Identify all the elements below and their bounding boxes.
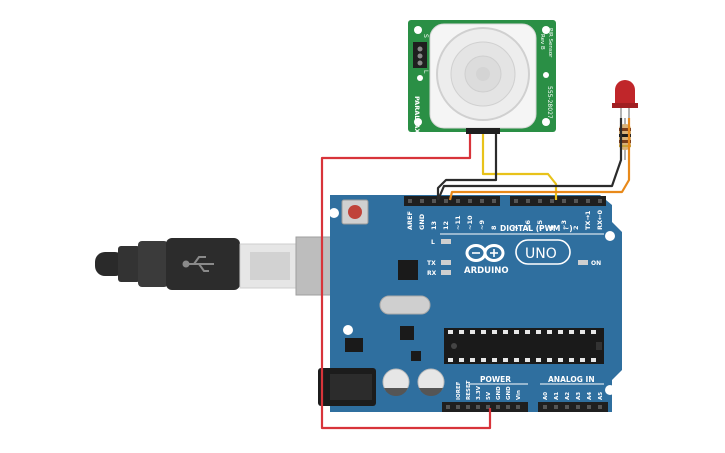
arduino-brand: ARDUINO — [464, 266, 509, 276]
power-header[interactable] — [442, 402, 528, 412]
pin-label-5: ~5 — [536, 220, 544, 230]
led-label-on: ON — [591, 260, 601, 267]
pin-label-a3: A3 — [576, 392, 582, 400]
sensor-rev-label: Rev B — [539, 34, 545, 50]
pin-label-4: 4 — [548, 225, 556, 230]
led-label-l: L — [431, 239, 435, 246]
pir-pin-header — [466, 128, 500, 134]
wire-red-5v[interactable] — [320, 134, 492, 430]
jumper-label-l: L — [422, 70, 429, 74]
pin-label-0: RX←0 — [596, 210, 604, 230]
pin-label-1: TX→1 — [584, 210, 592, 230]
led-on — [578, 260, 588, 265]
pin-label-9: ~9 — [478, 220, 486, 230]
led-rx — [441, 270, 451, 275]
mounting-hole — [542, 26, 550, 34]
pin-label-7: 7 — [512, 225, 520, 230]
sensor-label: PIR Sensor — [547, 28, 553, 58]
pin-label-gnd-1: GND — [496, 386, 502, 400]
analog-header[interactable] — [538, 402, 608, 412]
digital-label: DIGITAL (PWM ~) — [500, 224, 573, 233]
pin-label-6: ~6 — [524, 220, 532, 230]
pin-label-13: 13 — [430, 221, 438, 230]
power-label: POWER — [480, 375, 511, 384]
wire-black-led-gnd[interactable] — [436, 118, 623, 201]
usb-symbol-icon — [182, 256, 214, 272]
brand-label: PARALLAX — [413, 96, 421, 134]
led-label-tx: TX — [427, 260, 436, 267]
mounting-hole — [605, 385, 615, 395]
pir-sensor[interactable]: S L PARALLAX PIR Sensor Rev B 555-28027 — [408, 20, 556, 134]
led-tx — [441, 260, 451, 265]
usb-cable[interactable] — [95, 238, 299, 290]
wire-black-gnd[interactable] — [436, 134, 498, 200]
pin-label-12: 12 — [442, 221, 450, 230]
led-l — [441, 239, 451, 244]
atmega-chip — [444, 328, 604, 364]
mounting-hole — [329, 208, 339, 218]
uno-badge — [515, 239, 571, 265]
small-chip — [411, 351, 421, 361]
pin-label-a5: A5 — [598, 392, 604, 400]
small-chip — [400, 326, 414, 340]
pin-label-11: ~11 — [454, 215, 462, 230]
mounting-hole — [414, 118, 422, 126]
reset-button[interactable] — [341, 199, 369, 225]
pin-label-3: ~3 — [560, 220, 568, 230]
pin-label-gnd: GND — [418, 213, 426, 230]
pin-label-gnd-2: GND — [506, 386, 512, 400]
capacitor — [417, 368, 445, 396]
jumper-label-s: S — [422, 34, 429, 38]
wire-yellow-signal[interactable] — [481, 134, 558, 200]
pin-label-a2: A2 — [565, 392, 571, 400]
pin-label-a1: A1 — [554, 392, 560, 400]
pin-label-a0: A0 — [543, 392, 549, 400]
pin-label-2: 2 — [572, 225, 580, 230]
part-number: 555-28027 — [546, 86, 553, 119]
led-label-rx: RX — [427, 270, 437, 277]
mounting-hole — [542, 118, 550, 126]
arduino-model: UNO — [525, 246, 557, 262]
mounting-hole — [543, 72, 549, 78]
pin-label-a4: A4 — [587, 392, 593, 400]
pin-label-5v: 5V — [486, 391, 492, 400]
mounting-hole — [414, 26, 422, 34]
usb-chip — [398, 260, 418, 280]
jumper-header[interactable] — [413, 42, 427, 68]
arduino-board[interactable]: AREF GND 13 12 ~11 ~10 ~9 8 7 ~6 ~5 4 ~3… — [318, 195, 622, 412]
mounting-hole — [343, 325, 353, 335]
crystal — [379, 295, 431, 315]
analog-label: ANALOG IN — [548, 375, 595, 384]
digital-header[interactable] — [404, 196, 606, 206]
mounting-hole — [605, 231, 615, 241]
pin-label-8: 8 — [490, 225, 498, 230]
led[interactable] — [612, 80, 638, 118]
pin-label-reset: RESET — [466, 380, 472, 400]
pin-label-vin: Vin — [516, 390, 522, 400]
pin-label-3v3: 3.3V — [476, 385, 482, 400]
capacitor — [382, 368, 410, 396]
mounting-hole — [417, 75, 423, 81]
pin-label-ioref: IOREF — [456, 381, 462, 400]
wire-orange-led[interactable] — [448, 118, 631, 201]
regulator — [345, 338, 363, 352]
pin-label-aref: AREF — [406, 211, 414, 230]
pin-label-10: ~10 — [466, 215, 474, 230]
arduino-logo — [465, 244, 505, 262]
